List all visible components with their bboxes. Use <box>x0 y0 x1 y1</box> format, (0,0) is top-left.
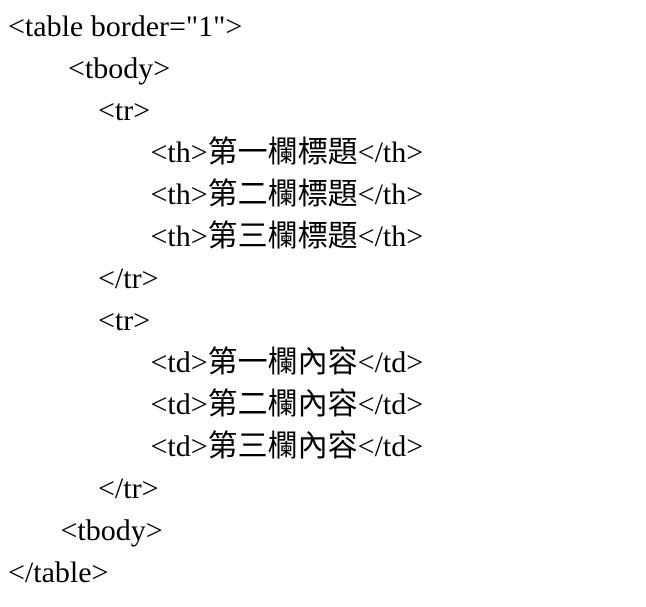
code-line-td-1: <td>第一欄內容</td> <box>8 346 424 379</box>
code-line-th-2: <th>第二欄標題</th> <box>8 178 424 211</box>
code-line-tr-close-1: </tr> <box>8 262 159 295</box>
code-line-table-open: <table border="1"> <box>8 10 243 43</box>
code-line-th-1: <th>第一欄標題</th> <box>8 136 424 169</box>
code-line-tbody-close: <tbody> <box>8 514 163 547</box>
code-line-tr-open-2: <tr> <box>8 304 151 337</box>
code-line-table-close: </table> <box>8 556 109 589</box>
code-line-tbody-open: <tbody> <box>8 52 171 85</box>
code-line-td-2: <td>第二欄內容</td> <box>8 388 424 421</box>
code-line-td-3: <td>第三欄內容</td> <box>8 430 424 463</box>
code-line-tr-open-1: <tr> <box>8 94 151 127</box>
code-line-th-3: <th>第三欄標題</th> <box>8 220 424 253</box>
code-line-tr-close-2: </tr> <box>8 472 159 505</box>
